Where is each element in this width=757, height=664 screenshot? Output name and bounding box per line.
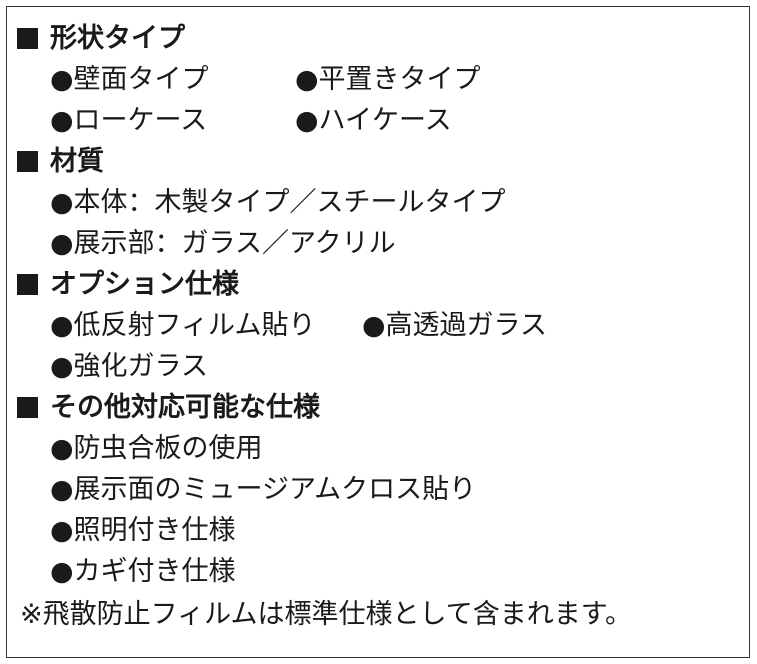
footnote: ※飛散防止フィルムは標準仕様として含まれます。 xyxy=(20,599,633,630)
list-item: ●防虫合板の使用 xyxy=(50,433,263,464)
square-bullet-icon xyxy=(17,28,38,49)
list-item: ●カギ付き仕様 xyxy=(50,556,236,587)
list-item: ●強化ガラス xyxy=(50,351,209,382)
square-bullet-icon xyxy=(17,151,38,172)
section-heading-options: オプション仕様 xyxy=(17,268,239,302)
list-item: ●展示面のミュージアムクロス貼り xyxy=(50,474,477,505)
square-bullet-icon xyxy=(17,274,38,295)
square-bullet-icon xyxy=(17,397,38,418)
list-item: ●平置きタイプ xyxy=(295,64,481,95)
section-heading-other: その他対応可能な仕様 xyxy=(17,391,320,425)
list-item: ●ハイケース xyxy=(295,105,452,136)
list-item: ●壁面タイプ xyxy=(50,64,209,95)
list-item: ●高透過ガラス xyxy=(362,310,548,341)
list-item: ●照明付き仕様 xyxy=(50,515,236,546)
list-item: ●本体：木製タイプ／スチールタイプ xyxy=(50,187,506,218)
section-heading-shape-type: 形状タイプ xyxy=(17,22,185,56)
list-item: ●展示部：ガラス／アクリル xyxy=(50,228,396,259)
section-heading-material: 材質 xyxy=(17,145,104,179)
list-item: ●ローケース xyxy=(50,105,208,136)
list-item: ●低反射フィルム貼り xyxy=(50,310,316,341)
spec-box xyxy=(6,6,750,658)
